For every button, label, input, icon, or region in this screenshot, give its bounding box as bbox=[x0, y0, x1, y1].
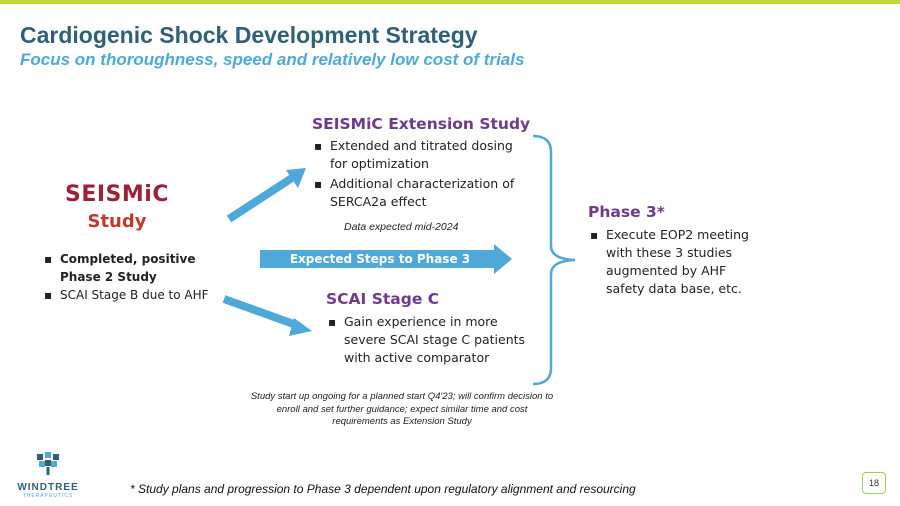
banner-arrow-icon bbox=[260, 244, 512, 274]
windtree-wordmark: WINDTREE bbox=[17, 482, 79, 493]
extension-study-title: SEISMiC Extension Study bbox=[312, 115, 531, 133]
top-accent-bar bbox=[0, 0, 900, 4]
scai-stage-c-title: SCAI Stage C bbox=[326, 290, 440, 308]
page-subtitle: Focus on thoroughness, speed and relativ… bbox=[20, 50, 525, 69]
arrow-up-to-extension-icon bbox=[226, 168, 306, 223]
seismic-logo-line1: SEISMiC bbox=[65, 182, 169, 207]
seismic-study-logo: SEISMiC Study bbox=[58, 182, 176, 232]
footnote: * Study plans and progression to Phase 3… bbox=[130, 482, 636, 496]
right-brace-icon bbox=[532, 134, 576, 386]
windtree-tree-icon bbox=[37, 452, 59, 475]
banner-label: Expected Steps to Phase 3 Readiness bbox=[289, 252, 471, 280]
data-expected-note: Data expected mid-2024 bbox=[344, 221, 459, 233]
arrow-down-to-scai-icon bbox=[222, 295, 312, 336]
extension-bullet-serca2a: Additional characterization of SERCA2a e… bbox=[314, 175, 524, 211]
phase3-bullets: Execute EOP2 meeting with these 3 studie… bbox=[590, 226, 755, 298]
bullet-completed-phase2: Completed, positive Phase 2 Study bbox=[44, 250, 214, 286]
seismic-study-bullets: Completed, positive Phase 2 Study SCAI S… bbox=[44, 250, 214, 304]
extension-bullet-dosing: Extended and titrated dosing for optimiz… bbox=[314, 137, 524, 173]
scai-bullet-experience: Gain experience in more severe SCAI stag… bbox=[328, 313, 543, 367]
phase3-bullet-eop2: Execute EOP2 meeting with these 3 studie… bbox=[590, 226, 755, 298]
windtree-logo: WINDTREE THERAPEUTICS bbox=[12, 452, 84, 499]
page-title: Cardiogenic Shock Development Strategy bbox=[20, 22, 478, 48]
bullet-scai-stage-b: SCAI Stage B due to AHF bbox=[44, 286, 214, 304]
windtree-tagline: THERAPEUTICS bbox=[22, 493, 74, 499]
extension-study-bullets: Extended and titrated dosing for optimiz… bbox=[314, 137, 524, 213]
phase3-title: Phase 3* bbox=[588, 203, 665, 221]
page-number: 18 bbox=[862, 472, 886, 494]
seismic-logo-line2: Study bbox=[87, 211, 147, 232]
scai-stage-c-bullets: Gain experience in more severe SCAI stag… bbox=[328, 313, 543, 367]
study-startup-note: Study start up ongoing for a planned sta… bbox=[250, 391, 554, 427]
